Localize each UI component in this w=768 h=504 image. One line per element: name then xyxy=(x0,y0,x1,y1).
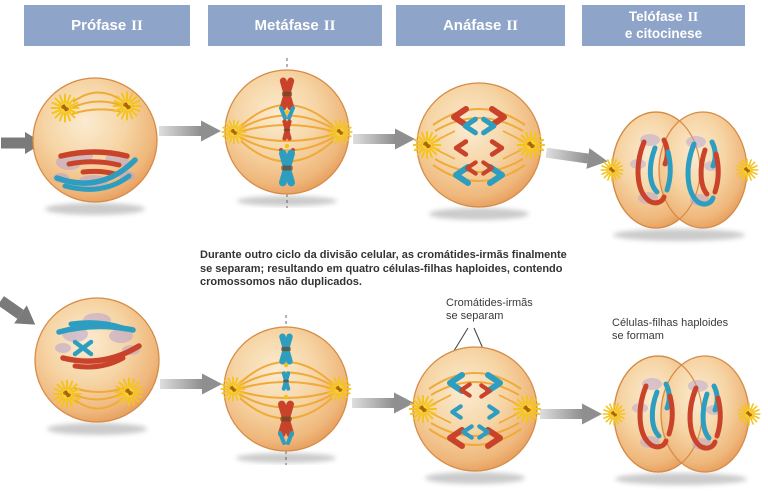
cell-telophase-ii-top xyxy=(592,111,767,241)
phase-label: Telófase xyxy=(628,9,683,25)
cell-telophase-ii-bottom xyxy=(594,355,768,485)
label-sister-chromatids: Cromátides-irmãs se separam xyxy=(446,297,533,322)
phase-numeral: II xyxy=(506,17,519,34)
phase-label: Anáfase xyxy=(442,16,502,34)
label-daughter-cells: Células-filhas haploides se formam xyxy=(612,317,729,342)
cell-metaphase-ii-top xyxy=(217,58,357,208)
cell-metaphase-ii-bottom xyxy=(216,315,356,465)
chromosomes xyxy=(637,381,723,451)
phase-sublabel: e citocinese xyxy=(624,25,703,41)
phase-numeral: II xyxy=(131,17,143,34)
chromosomes xyxy=(54,149,138,192)
phase-label: Metáfase xyxy=(254,16,319,34)
cell-prophase-ii-bottom xyxy=(34,297,160,435)
arrow-metaphase-anaphase-top-icon xyxy=(353,128,415,150)
arrow-prophase-metaphase-bottom-icon xyxy=(160,373,222,395)
description-text: Durante outro ciclo da divisão celular, … xyxy=(200,249,567,290)
arrow-prophase-metaphase-top-icon xyxy=(159,120,221,142)
chromosomes xyxy=(277,332,295,445)
phase-header-telofase-ii: Telófase II e citocinese xyxy=(582,5,745,46)
phase-numeral: II xyxy=(323,17,336,34)
spindle-fibers xyxy=(238,104,336,163)
description-line: se separam; resultando em quatro células… xyxy=(200,262,563,275)
cell-anaphase-ii-top xyxy=(409,82,549,220)
chromosomes xyxy=(278,76,296,188)
phase-label: Prófase xyxy=(71,16,127,34)
phase-header-metafase-ii: Metáfase II xyxy=(208,5,382,46)
chromosomes xyxy=(635,137,721,207)
phase-header-profase-ii: Prófase II xyxy=(24,5,190,46)
description-line: cromossomos não duplicados. xyxy=(200,276,362,288)
chromosomes xyxy=(56,320,142,370)
phase-numeral: II xyxy=(687,9,699,25)
phase-header-anafase-ii: Anáfase II xyxy=(396,5,565,46)
description-line: Durante outro ciclo da divisão celular, … xyxy=(200,249,567,261)
cell-anaphase-ii-bottom xyxy=(405,346,545,484)
cell-prophase-ii-top xyxy=(32,77,158,215)
